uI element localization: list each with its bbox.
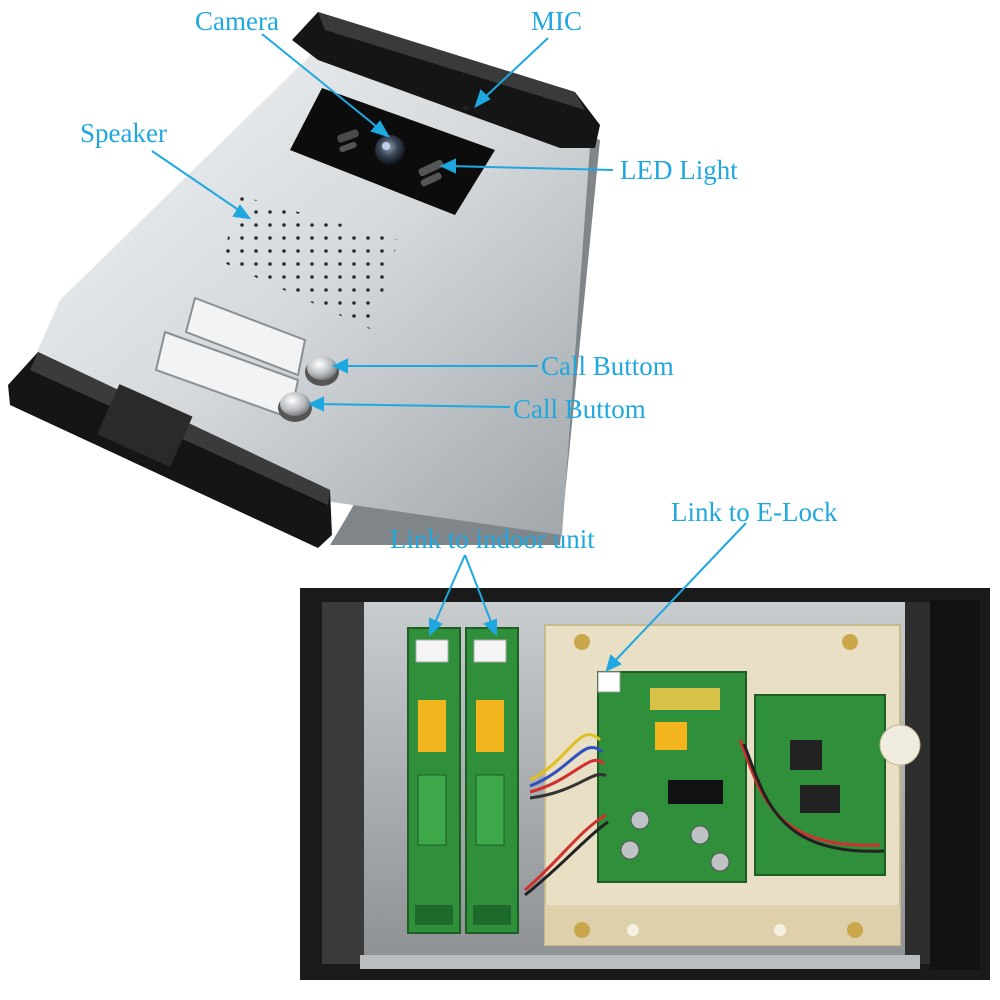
relay xyxy=(476,700,504,752)
label-link-indoor-unit: Link to indoor unit xyxy=(390,524,595,554)
camera-lens xyxy=(375,135,405,165)
ir-led-left xyxy=(337,129,359,143)
label-speaker: Speaker xyxy=(80,118,167,148)
e-lock-connector xyxy=(597,671,621,693)
label-led-light: LED Light xyxy=(620,155,738,185)
led-light-strip xyxy=(418,159,444,177)
speaker-grille xyxy=(222,195,398,330)
call-button-2[interactable] xyxy=(278,392,312,422)
chip xyxy=(668,780,723,804)
label-call-button-2: Call Buttom xyxy=(513,394,646,424)
label-call-button-1: Call Buttom xyxy=(541,351,674,381)
door-panel xyxy=(8,12,600,548)
relay xyxy=(418,700,446,752)
wire-harness xyxy=(524,733,885,897)
main-control-board xyxy=(597,671,747,883)
label-link-e-lock: Link to E-Lock xyxy=(671,497,838,527)
pointer-lines xyxy=(151,33,747,672)
top-end-cap xyxy=(292,12,600,148)
mic-hole xyxy=(463,105,469,111)
label-mic: MIC xyxy=(531,6,583,36)
label-camera: Camera xyxy=(195,6,279,36)
indoor-link-board-2 xyxy=(465,627,519,934)
name-plate-1 xyxy=(184,296,307,377)
indoor-link-board-1 xyxy=(407,627,461,934)
call-button-1[interactable] xyxy=(305,356,339,386)
